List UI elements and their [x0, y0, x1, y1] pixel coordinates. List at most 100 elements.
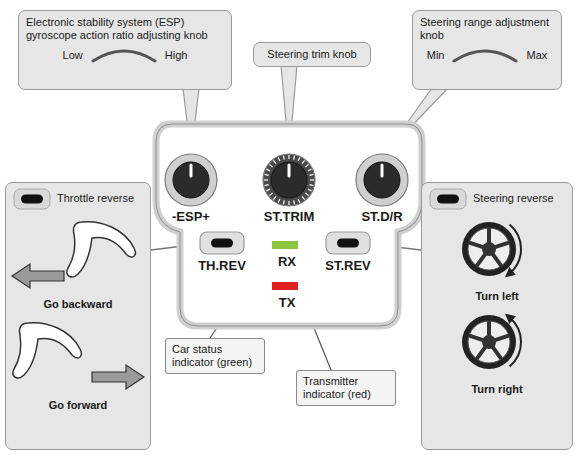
trim-tick — [269, 164, 272, 166]
switch-frame — [14, 189, 50, 209]
trim-tick — [298, 199, 300, 203]
switch-slider — [437, 195, 459, 204]
switch-frame — [200, 232, 244, 254]
callout-text: Min — [427, 49, 445, 62]
action-label: Go forward — [13, 399, 143, 412]
knob-pointer — [381, 165, 384, 176]
wheel-spoke — [496, 243, 508, 247]
reverse-switch — [200, 232, 244, 254]
green-led — [272, 241, 298, 249]
arrow-head — [505, 267, 516, 277]
turn-arrow — [510, 224, 521, 273]
wheel-spoke — [487, 229, 491, 242]
text-row: LowHigh — [26, 46, 224, 64]
trim-tick — [283, 200, 285, 204]
panel-inner-line — [156, 124, 422, 326]
turn-arrow — [510, 318, 521, 367]
wheelR-drawing — [427, 307, 567, 379]
tire — [462, 222, 516, 276]
wheel-spoke — [477, 255, 485, 266]
action-label: Go backward — [13, 298, 143, 311]
trim-tick — [273, 160, 275, 163]
panel-label: TX — [279, 295, 296, 310]
trim-tick — [266, 189, 270, 191]
throttle-trigger — [13, 323, 81, 378]
callout-text: Steering reverse — [473, 192, 565, 205]
action-label: Turn left — [429, 290, 565, 303]
steering-reverse-panel: Steering reverseTurn leftTurn right — [421, 182, 573, 450]
trim-tick — [293, 156, 295, 160]
trim-tick — [308, 189, 312, 191]
trim-tick — [305, 193, 308, 195]
trim-tick — [265, 174, 269, 176]
wheel-spoke — [493, 255, 501, 266]
wheel-spoke — [487, 322, 491, 335]
trim-tick — [278, 199, 280, 203]
trim-tick — [266, 169, 270, 171]
scale-arc — [93, 51, 155, 61]
trim-tick — [288, 201, 289, 205]
callout-text: Car status indicator (green) — [172, 343, 258, 369]
rim — [468, 321, 510, 363]
panel-label: ST.TRIM — [264, 209, 315, 224]
callout-box: Steering trim knob — [253, 42, 371, 67]
tire — [462, 315, 516, 369]
text-row: MinMax — [420, 46, 554, 64]
wheel-spoke — [470, 336, 482, 340]
trim-tick — [265, 184, 269, 186]
indicator-callout: Car status indicator (green) — [165, 338, 265, 374]
trim-tick — [273, 196, 275, 199]
wheel-spoke — [493, 348, 501, 359]
red-led — [272, 282, 298, 290]
wheelL-drawing — [427, 214, 567, 286]
trim-knob — [263, 154, 315, 206]
callout-box: Steering range adjustment knobMinMax — [412, 10, 562, 90]
hub — [482, 242, 496, 256]
trim-tick — [302, 196, 304, 199]
callout-text: Electronic stability system (ESP) gyrosc… — [26, 16, 224, 42]
switch-slider — [211, 239, 233, 248]
arc-drawing — [450, 46, 520, 64]
transmitter-panel — [156, 124, 422, 326]
indicator-callout: Transmitter indicator (red) — [296, 370, 396, 406]
switch-frame — [430, 189, 466, 209]
trim-tick — [288, 155, 289, 159]
panel-outline — [156, 124, 422, 326]
trim-tick — [305, 164, 308, 166]
trim-tick — [310, 179, 314, 180]
trigBack-drawing — [8, 214, 148, 294]
text-row: Throttle reverse — [13, 188, 143, 210]
panel-label: -ESP+ — [172, 209, 210, 224]
trim-tick — [264, 179, 268, 180]
action-label: Turn right — [429, 383, 565, 396]
knob-cap — [271, 162, 307, 198]
rotary-knob — [165, 154, 217, 206]
wheel-spoke — [477, 348, 485, 359]
text-row: Steering reverse — [429, 188, 565, 210]
callout-box: Electronic stability system (ESP) gyrosc… — [18, 10, 232, 90]
callout-text: Low — [63, 49, 83, 62]
throttle-reverse-panel: Throttle reverse Go backward Go forward — [5, 182, 151, 450]
knob-pointer — [288, 165, 291, 176]
knob-cap — [364, 162, 400, 198]
switch-slider — [21, 195, 43, 204]
panel-label: RX — [278, 254, 296, 269]
trim-tick — [302, 160, 304, 163]
callout-text: Steering range adjustment knob — [420, 16, 554, 42]
trim-tick — [283, 156, 285, 160]
pill-drawing — [13, 188, 51, 210]
trim-tick — [308, 169, 312, 171]
panel-label: ST.D/R — [361, 209, 402, 224]
arc-drawing — [89, 46, 159, 64]
callout-text: Transmitter indicator (red) — [303, 375, 389, 401]
knob-pointer — [190, 165, 193, 176]
trim-tick — [309, 174, 313, 176]
callout-text: Steering trim knob — [261, 48, 363, 61]
trigFwd-drawing — [8, 315, 148, 395]
trim-tick — [269, 193, 272, 195]
hub — [482, 335, 496, 349]
panel-label: ST.REV — [325, 258, 371, 273]
arrow-head — [505, 314, 516, 324]
scale-arc — [454, 51, 516, 61]
